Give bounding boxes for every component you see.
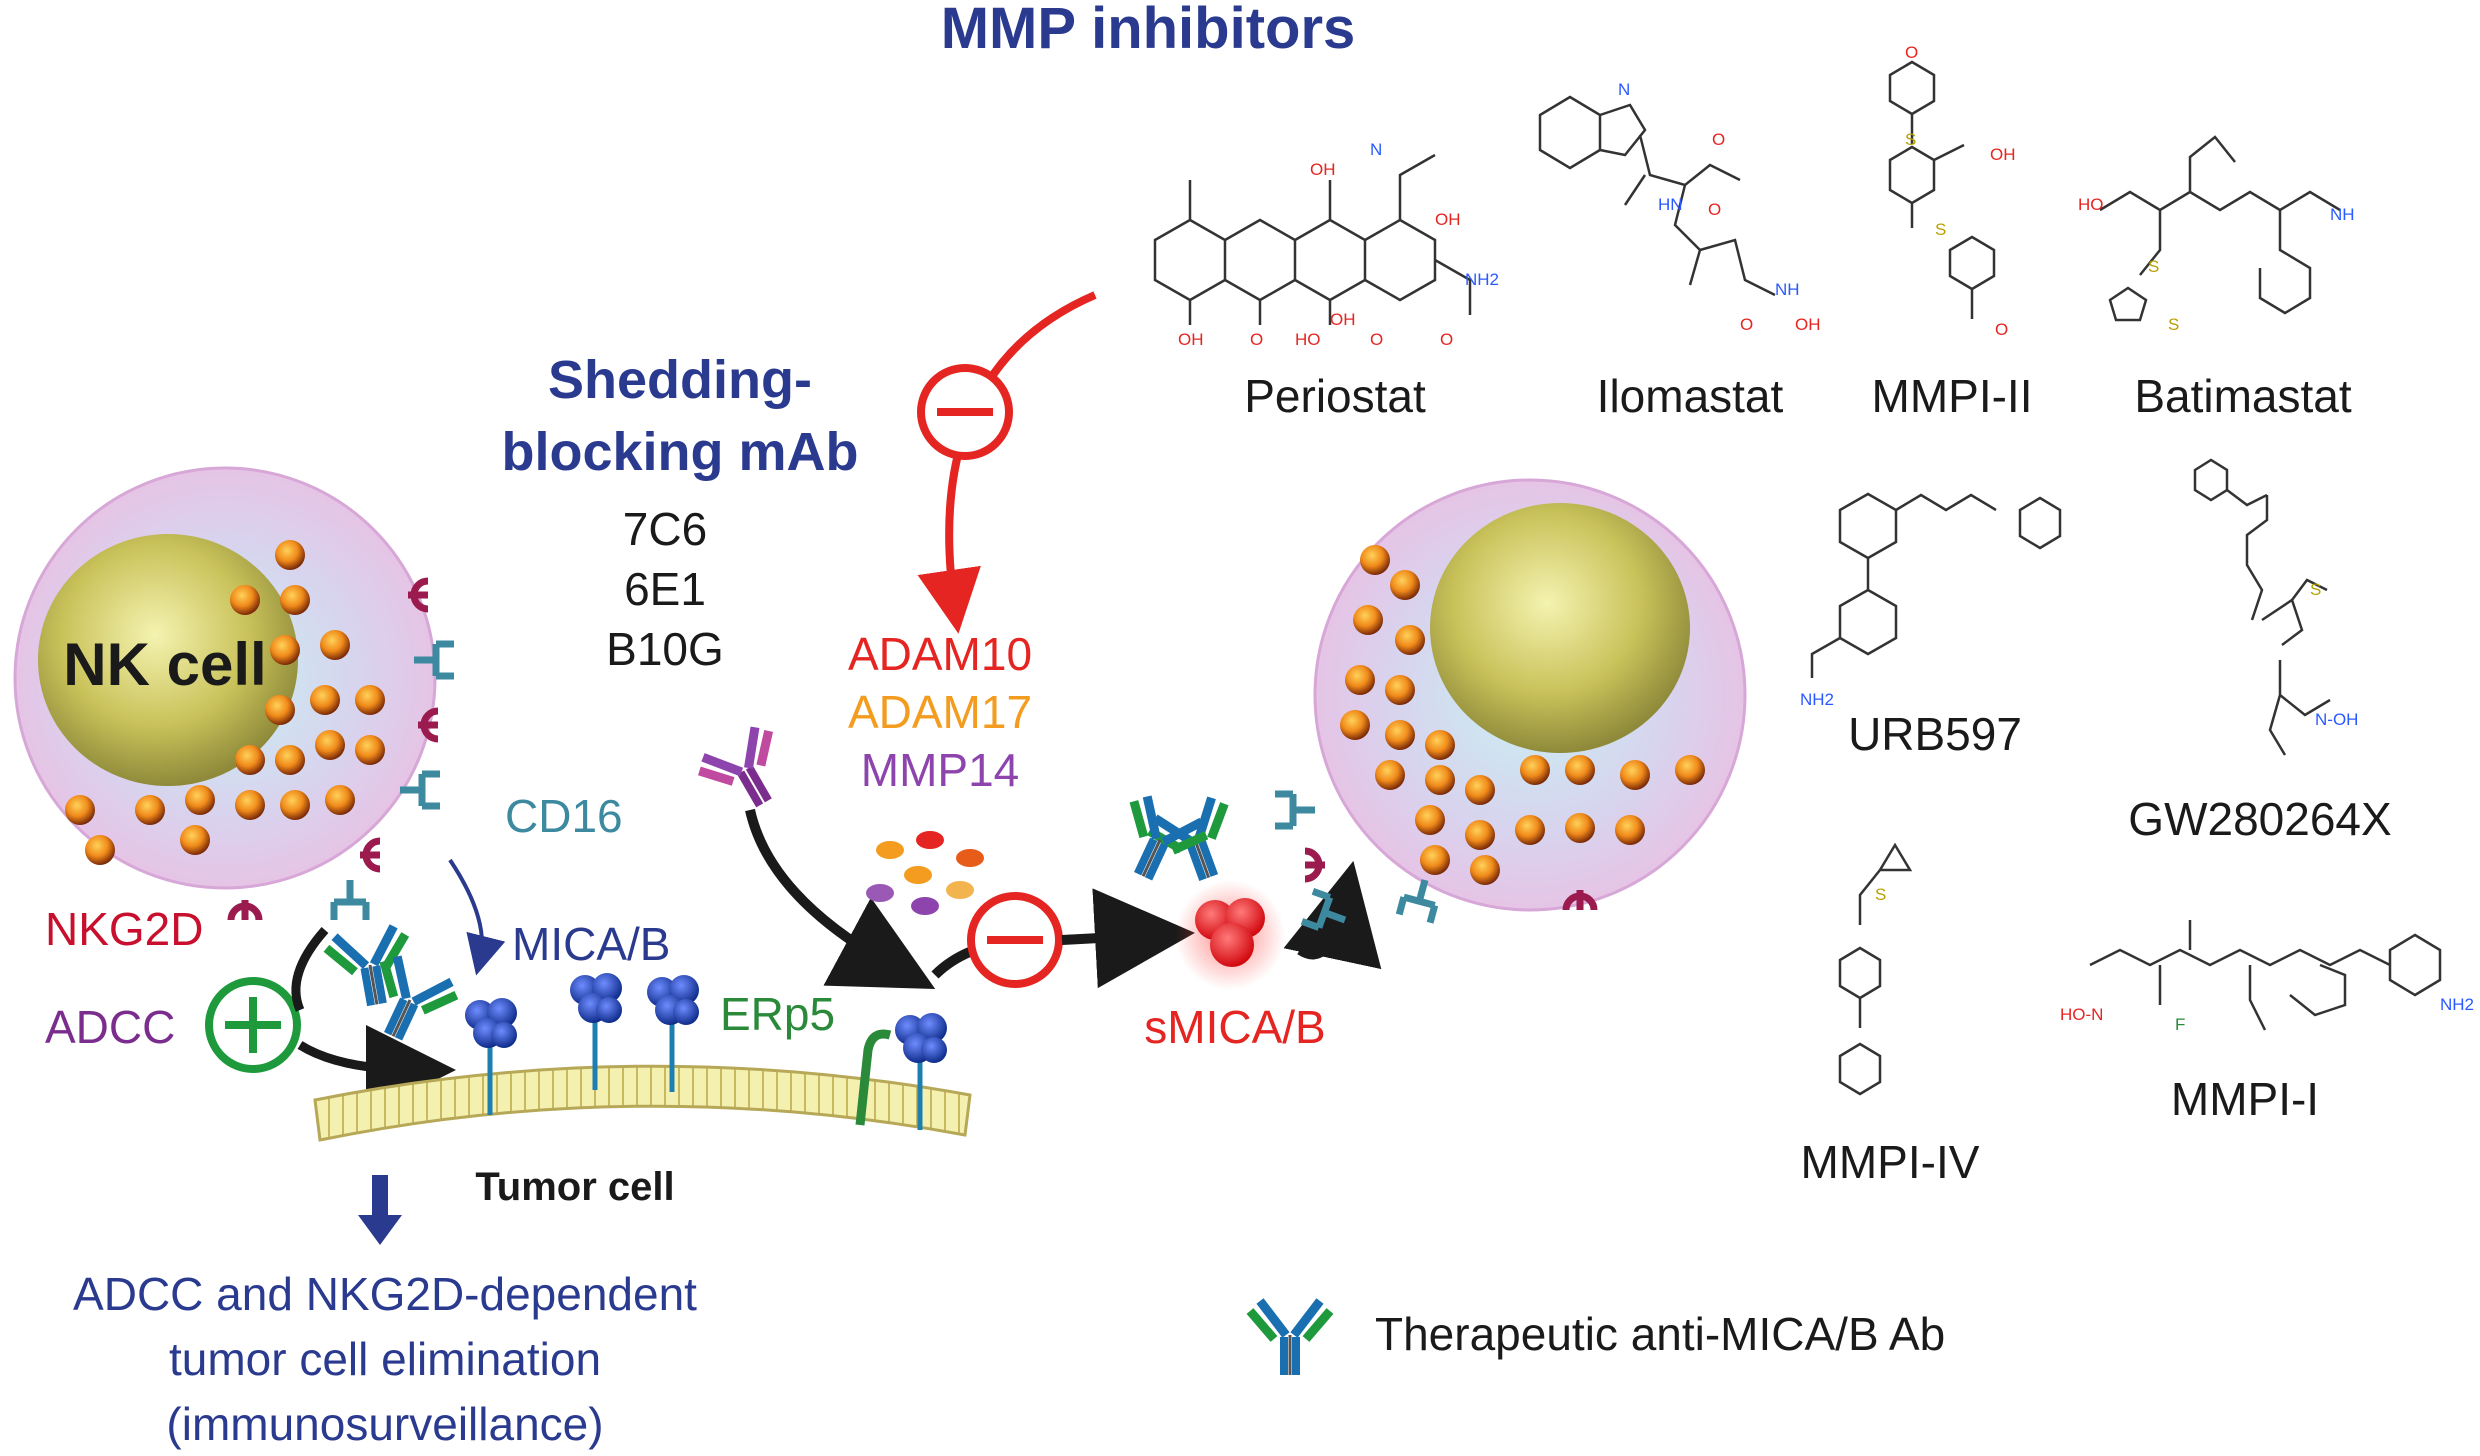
atom-label: S [1875,885,1886,904]
cd16-receptor [334,880,366,920]
mica-b-label: MICA/B [512,918,670,970]
outcome-arrow [358,1175,402,1245]
nkg2d-label: NKG2D [45,903,203,955]
nk-cell: NK cell [13,466,454,920]
legend-antibody-icon [1250,1301,1330,1375]
atom-label: OH [1178,330,1204,349]
atom-label: O [1995,320,2008,339]
inhibitor-name: MMPI-I [2171,1073,2319,1125]
atom-label: S [1905,130,1916,149]
atom-label: OH [1330,310,1356,329]
adcc-label: ADCC [45,1001,175,1053]
smica-b-label: sMICA/B [1144,1001,1325,1053]
inhibitor-name: Periostat [1244,370,1426,422]
atom-label: HO [1295,330,1321,349]
inhibitor-name: GW280264X [2128,793,2391,845]
inhibitor-name: Ilomastat [1597,370,1784,422]
atom-label: NH2 [1465,270,1499,289]
atom-label: OH [1990,145,2016,164]
diagram-title: MMP inhibitors [941,0,1356,61]
erp5-label: ERp5 [720,988,835,1040]
protease-particles [866,831,984,915]
nkg2d-receptor [360,841,380,869]
activation-plus-icon [205,977,301,1073]
cd16-receptor [1275,794,1315,826]
legend-label: Therapeutic anti-MICA/B Ab [1375,1308,1945,1360]
atom-label: O [1740,315,1753,334]
outcome-line3: (immunosurveillance) [166,1398,603,1450]
shedding-minus-icon [967,892,1063,988]
atom-label: NH [2330,205,2355,224]
nkg2d-receptor [1305,851,1325,879]
nkg2d-binding-arrow [291,927,329,1012]
atom-label: F [2175,1015,2185,1034]
inhibition-minus-icon [917,364,1013,460]
erp5-protein [855,1029,892,1126]
inhibitor-name: Batimastat [2134,370,2352,422]
atom-label: O [1905,43,1918,62]
atom-label: OH [1435,210,1461,229]
mab-7c6: 7C6 [623,503,707,555]
tumor-cell-label: Tumor cell [475,1165,674,1209]
atom-label: NH [1775,280,1800,299]
outcome-line1: ADCC and NKG2D-dependent [73,1268,697,1320]
soluble-mica-b [1175,880,1285,990]
inhibitor-name: MMPI-IV [1801,1136,1980,1188]
atom-label: HO-N [2060,1005,2103,1024]
enzyme-mmp14: MMP14 [861,744,1019,796]
atom-label: OH [1795,315,1821,334]
structure-mmpi-iv [1838,842,1913,1096]
structure-periostat [1153,153,1472,325]
shedding-heading-line1: Shedding- [548,350,812,410]
atom-label: N [1370,140,1382,159]
structure-batimastat [2099,135,2341,322]
enzyme-adam17: ADAM17 [848,686,1032,738]
tumor-cell-membrane [313,1064,972,1142]
structure-ilomastat [1538,95,1776,297]
atom-label: O [1708,200,1721,219]
adcc-arrow [297,1024,456,1115]
nkg2d-receptor [231,900,259,920]
outcome-line2: tumor cell elimination [169,1333,601,1385]
enzyme-adam10: ADAM10 [848,628,1032,680]
atom-label: S [1935,220,1946,239]
mab-6e1: 6E1 [624,563,706,615]
atom-label: HO [2078,195,2104,214]
cd16-label: CD16 [505,790,623,842]
atom-label: S [2148,257,2159,276]
atom-label: NH2 [2440,995,2474,1014]
nk-cell-right [1275,478,1747,935]
nk-nucleus [1430,503,1690,753]
shedding-heading-line2: blocking mAb [501,422,858,482]
structure-urb597 [1810,492,2062,678]
atom-label: N-OH [2315,710,2358,729]
therapeutic-antibody-icon [1107,792,1211,893]
smica-to-nk-arrow [1283,860,1382,970]
atom-label: S [2310,580,2321,599]
atom-label: S [2168,315,2179,334]
cd16-arrow [448,858,506,976]
atom-label: O [1370,330,1383,349]
structure-mmpi-ii [1888,60,1996,319]
atom-label: O [1250,330,1263,349]
inhibitor-name: MMPI-II [1872,370,2033,422]
mab-b10g: B10G [606,623,724,675]
atom-label: NH2 [1800,690,1834,709]
atom-label: OH [1310,160,1336,179]
shedding-blocking-antibody-icon [694,722,798,823]
atom-label: N [1618,80,1630,99]
atom-label: O [1440,330,1453,349]
nk-cell-label: NK cell [63,631,266,698]
atom-label: HN [1658,195,1683,214]
structure-gw280264x [2193,458,2331,756]
atom-label: O [1712,130,1725,149]
inhibitor-name: URB597 [1848,708,2022,760]
structure-mmpi-i [2089,920,2442,1031]
shedding-block-arrow [745,808,936,989]
release-arrow [1061,888,1195,989]
